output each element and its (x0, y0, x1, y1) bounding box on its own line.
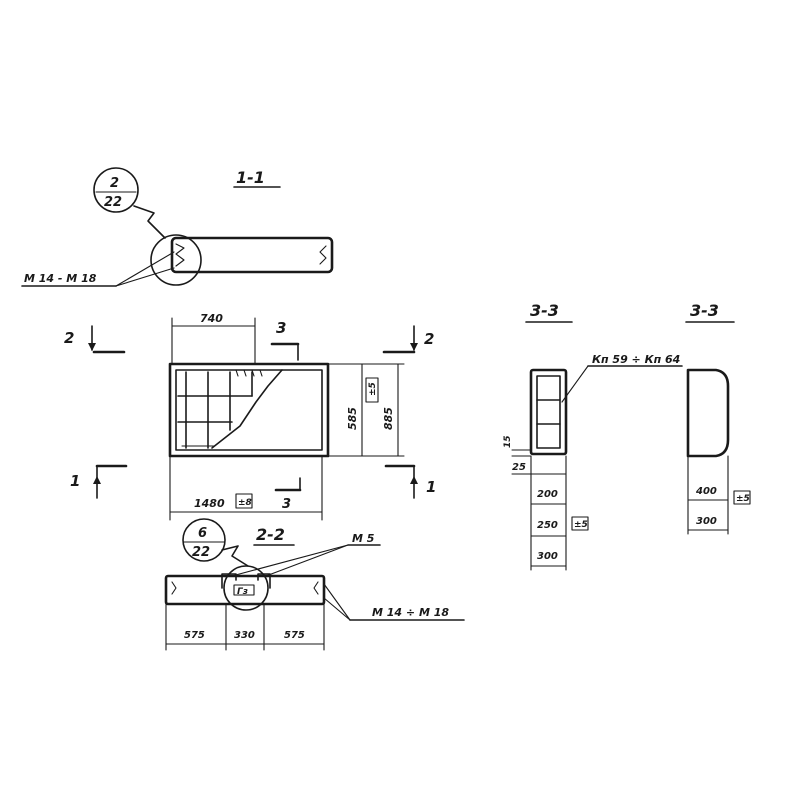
embed-tag: Гз (237, 587, 248, 597)
tol: ±5 (574, 520, 588, 530)
section-1-1: 1-1 2 22 M 14 - M 18 (21, 167, 334, 287)
callout-leader (221, 545, 249, 567)
dim-400: 400 (695, 486, 717, 497)
section-2-2: 6 22 2-2 M 5 Гз M 14 ÷ M 18 575 330 575 (164, 518, 465, 651)
anchor-detail (175, 243, 185, 267)
section-3-3-title: 3-3 (530, 301, 559, 320)
cut-1-left-label: 1 (70, 472, 80, 490)
slab-section (170, 236, 334, 274)
detail-circle (150, 234, 202, 286)
dim-250: 250 (537, 520, 558, 531)
dim-1480: 1480 (194, 497, 225, 510)
dim-575-left: 575 (184, 630, 205, 641)
tolerance-box (571, 516, 589, 531)
callout-top: 2 (110, 176, 119, 191)
section-3-3-right: 3-3 400 300 ±5 (685, 301, 751, 535)
cut-1-right-label: 1 (426, 478, 436, 496)
slab-plan-inner (175, 369, 323, 451)
callout-top: 6 (198, 526, 207, 541)
tol: ±5 (736, 494, 750, 504)
cut-2-right-label: 2 (424, 330, 434, 348)
break-line (211, 369, 283, 449)
label-leader-1 (115, 251, 175, 287)
plan-view: 2 2 1 1 3 3 740 (64, 312, 436, 521)
tolerance-box (733, 490, 751, 505)
slab-section (164, 574, 326, 606)
dim-25: 25 (512, 462, 526, 473)
rib-section (686, 368, 730, 458)
callout-circle (182, 518, 226, 562)
arrow-head (93, 476, 101, 484)
detail-circle (223, 565, 269, 611)
edge-detail (319, 245, 327, 265)
tolerance-box (235, 493, 253, 509)
dim-15: 15 (503, 435, 513, 448)
dim-300: 300 (537, 551, 558, 562)
cut-3-top-label: 3 (276, 319, 286, 337)
callout-bottom: 22 (192, 545, 210, 560)
anchor-leader-2 (323, 597, 351, 621)
tol-height: ±5 (368, 382, 378, 396)
loop-label: M 5 (352, 532, 375, 545)
dim-740: 740 (200, 312, 223, 325)
arrow-head (88, 343, 96, 351)
cut-3-bottom-label: 3 (282, 497, 291, 512)
callout-bottom: 22 (104, 195, 122, 210)
label-leader-2 (115, 267, 175, 287)
rib-cage (536, 375, 561, 449)
anchor-label: M 14 ÷ M 18 (372, 606, 449, 619)
rib-section (529, 368, 568, 456)
slab-plan-outline (168, 362, 330, 458)
callout-leader (133, 205, 166, 239)
tol-length: ±8 (238, 498, 252, 508)
dim-885: 885 (382, 407, 395, 430)
edge-details (171, 581, 319, 595)
section-2-2-title: 2-2 (256, 525, 285, 544)
callout-circle (93, 167, 139, 213)
cut-2-left-label: 2 (64, 329, 74, 347)
dim-575-right: 575 (284, 630, 305, 641)
arrow-head (410, 343, 418, 351)
section-3-3-left: 3-3 Кп 59 ÷ Кп 64 15 25 200 250 300 ±5 (503, 301, 683, 571)
dim-585: 585 (346, 407, 359, 430)
section-3-3-title: 3-3 (690, 301, 719, 320)
dim-330: 330 (234, 630, 255, 641)
dim-200: 200 (537, 489, 558, 500)
anchor-leader-1 (323, 583, 351, 621)
section-1-1-title: 1-1 (236, 168, 265, 187)
loop-leader-1 (231, 544, 349, 577)
embed-tag-box (233, 584, 255, 596)
arrow-head (410, 476, 418, 484)
loop-leader-2 (265, 544, 349, 577)
lifting-loop-right (257, 573, 271, 589)
dim-300: 300 (696, 516, 717, 527)
leader-label: Кп 59 ÷ Кп 64 (592, 353, 680, 366)
hatch-marks (235, 369, 263, 377)
anchor-label: M 14 - M 18 (24, 272, 97, 285)
tolerance-box (365, 377, 379, 403)
